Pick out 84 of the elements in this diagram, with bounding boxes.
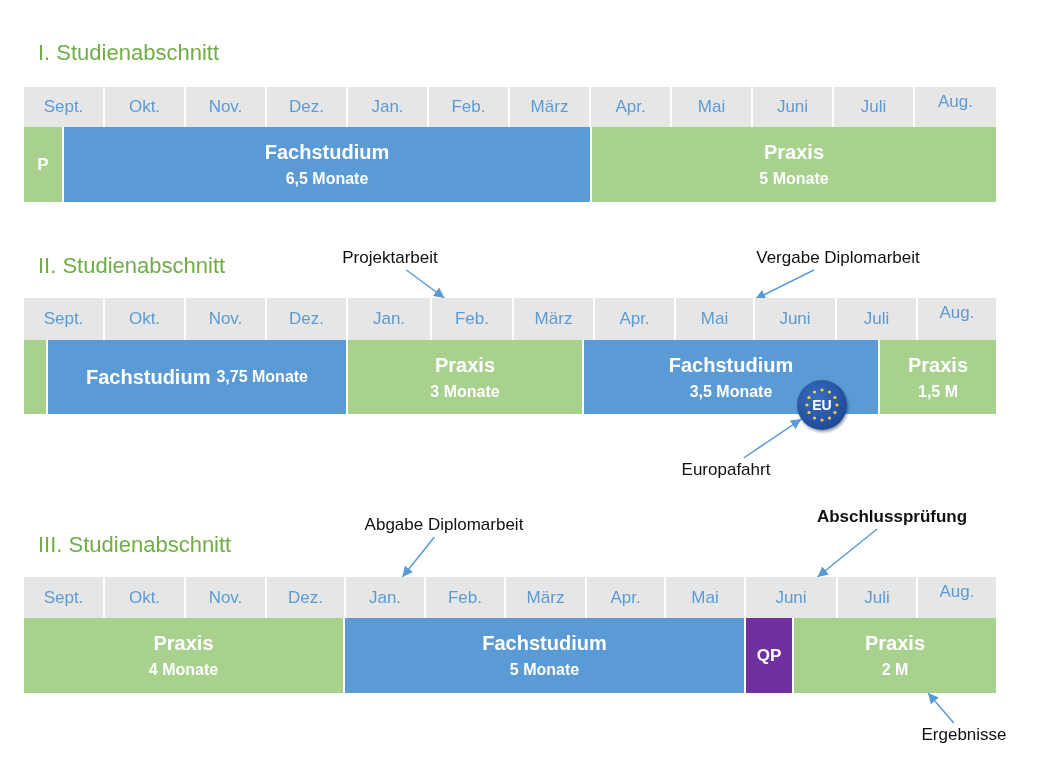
month-cell: Okt. bbox=[105, 577, 186, 618]
arrow bbox=[742, 418, 803, 459]
duration-label: 5 Monate bbox=[509, 661, 580, 679]
month-cell: Dez. bbox=[267, 577, 346, 618]
badge-label: EU bbox=[812, 397, 832, 413]
month-cell: Juli bbox=[834, 87, 915, 127]
phase-title: Fachstudium bbox=[668, 353, 794, 377]
phase-title: Praxis bbox=[907, 353, 969, 377]
annotation-text: Vergabe Diplomarbeit bbox=[736, 246, 940, 270]
month-cell: Mai bbox=[666, 577, 746, 618]
phase-bar bbox=[24, 340, 48, 414]
phase-bar bbox=[24, 618, 345, 693]
month-cell: März bbox=[510, 87, 591, 127]
month-cell: März bbox=[514, 298, 595, 340]
month-cell: Okt. bbox=[105, 298, 186, 340]
section-heading: II. Studienabschnitt bbox=[38, 253, 226, 279]
month-cell: Apr. bbox=[587, 577, 666, 618]
duration-label: 1,5 M bbox=[918, 382, 958, 401]
section-heading: III. Studienabschnitt bbox=[38, 532, 232, 558]
arrow bbox=[405, 269, 446, 299]
month-cell: Jan. bbox=[346, 577, 426, 618]
month-cell: Sept. bbox=[24, 577, 105, 618]
arrow bbox=[754, 269, 815, 301]
month-cell: Juni bbox=[755, 298, 837, 340]
duration-label: 4 Monate bbox=[148, 661, 219, 679]
month-cell: Nov. bbox=[186, 298, 267, 340]
phase-bar bbox=[348, 340, 584, 414]
month-cell: Feb. bbox=[432, 298, 514, 340]
phase-bar bbox=[24, 127, 64, 202]
phase-bar bbox=[794, 618, 998, 693]
month-cell: Sept. bbox=[24, 298, 105, 340]
month-cell: Juli bbox=[837, 298, 918, 340]
month-cell: Dez. bbox=[267, 298, 348, 340]
month-cell: Jan. bbox=[348, 87, 429, 127]
phase-bar bbox=[584, 340, 880, 414]
phase-title: Praxis bbox=[763, 141, 825, 164]
duration-label: 3 Monate bbox=[430, 382, 500, 401]
phase-title: Praxis bbox=[864, 632, 926, 655]
arrow bbox=[816, 528, 878, 578]
annotation-text: Ergebnisse bbox=[912, 723, 1016, 747]
phase-bar bbox=[345, 618, 746, 693]
month-cell: Nov. bbox=[186, 577, 267, 618]
phase-title: P bbox=[37, 154, 49, 175]
month-cell: Nov. bbox=[186, 87, 267, 127]
phase-bar bbox=[48, 340, 348, 414]
month-cell: Apr. bbox=[595, 298, 676, 340]
duration-label: 3,75 Monate bbox=[216, 368, 308, 386]
month-cell: Feb. bbox=[429, 87, 510, 127]
phase-title: QP bbox=[756, 645, 782, 666]
month-cell: Juli bbox=[838, 577, 918, 618]
phase-bar bbox=[64, 127, 592, 202]
phase-title: Fachstudium bbox=[482, 632, 607, 655]
annotation-text: Abschlussprüfung bbox=[806, 505, 978, 529]
phase-title: Praxis bbox=[153, 632, 214, 655]
duration-label: 5 Monate bbox=[759, 170, 829, 188]
month-cell: Okt. bbox=[105, 87, 186, 127]
month-cell: Dez. bbox=[267, 87, 348, 127]
phase-title: Praxis bbox=[434, 353, 496, 377]
phase-title: Fachstudium bbox=[264, 141, 390, 164]
phase-bar bbox=[746, 618, 794, 693]
month-cell: Jan. bbox=[348, 298, 432, 340]
month-cell: Aug. bbox=[918, 577, 998, 618]
arrow bbox=[401, 536, 436, 578]
annotation-text: Projektarbeit bbox=[330, 246, 450, 270]
phase-bar bbox=[592, 127, 998, 202]
duration-label: 3,5 Monate bbox=[689, 382, 773, 401]
month-cell: Juni bbox=[746, 577, 838, 618]
month-cell: Aug. bbox=[915, 87, 998, 127]
section-heading: I. Studienabschnitt bbox=[38, 40, 219, 66]
annotation-text: Abgabe Diplomarbeit bbox=[344, 513, 544, 537]
duration-label: 6,5 Monate bbox=[285, 170, 369, 188]
month-cell: Aug. bbox=[918, 298, 998, 340]
month-cell: Sept. bbox=[24, 87, 105, 127]
duration-label: 2 M bbox=[881, 661, 909, 679]
month-cell: Feb. bbox=[426, 577, 506, 618]
arrow bbox=[927, 692, 955, 724]
phase-bar bbox=[880, 340, 998, 414]
month-cell: Mai bbox=[672, 87, 753, 127]
phase-title: Fachstudium bbox=[85, 365, 211, 389]
annotation-text: Europafahrt bbox=[668, 458, 784, 482]
month-cell: Juni bbox=[753, 87, 834, 127]
month-cell: Mai bbox=[676, 298, 755, 340]
month-cell: Apr. bbox=[591, 87, 672, 127]
month-cell: März bbox=[506, 577, 587, 618]
